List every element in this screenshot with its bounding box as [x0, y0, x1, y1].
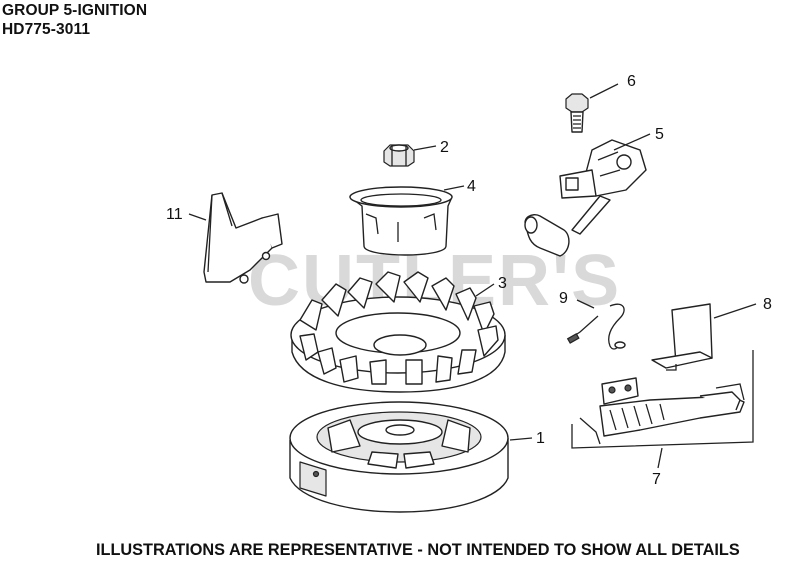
part-8-shield [651, 303, 713, 371]
callout-1: 1 [536, 430, 545, 447]
assembly-frame [571, 350, 754, 449]
part-1-magnet-ring [289, 401, 509, 513]
model-number: HD775-3011 [2, 21, 91, 38]
callout-8: 8 [763, 296, 772, 313]
part-11-bracket [203, 192, 283, 284]
part-6-bolt [565, 93, 589, 133]
callout-2: 2 [440, 139, 449, 156]
callout-3: 3 [498, 275, 507, 292]
callout-4: 4 [467, 178, 476, 195]
callout-11: 11 [166, 206, 183, 223]
callout-5: 5 [655, 126, 664, 143]
disclaimer-footer: ILLUSTRATIONS ARE REPRESENTATIVE - NOT I… [96, 541, 740, 559]
part-5-coil [524, 139, 647, 257]
part-3-flywheel [290, 271, 506, 393]
callout-7: 7 [652, 471, 661, 488]
callout-6: 6 [627, 73, 636, 90]
leader-lines [188, 83, 757, 469]
part-2-nut [383, 144, 415, 167]
part-9-wire [566, 303, 626, 350]
callout-9: 9 [559, 290, 568, 307]
part-7-switch [579, 377, 745, 445]
part-4-cup [349, 186, 453, 256]
group-title: GROUP 5-IGNITION [2, 2, 148, 19]
